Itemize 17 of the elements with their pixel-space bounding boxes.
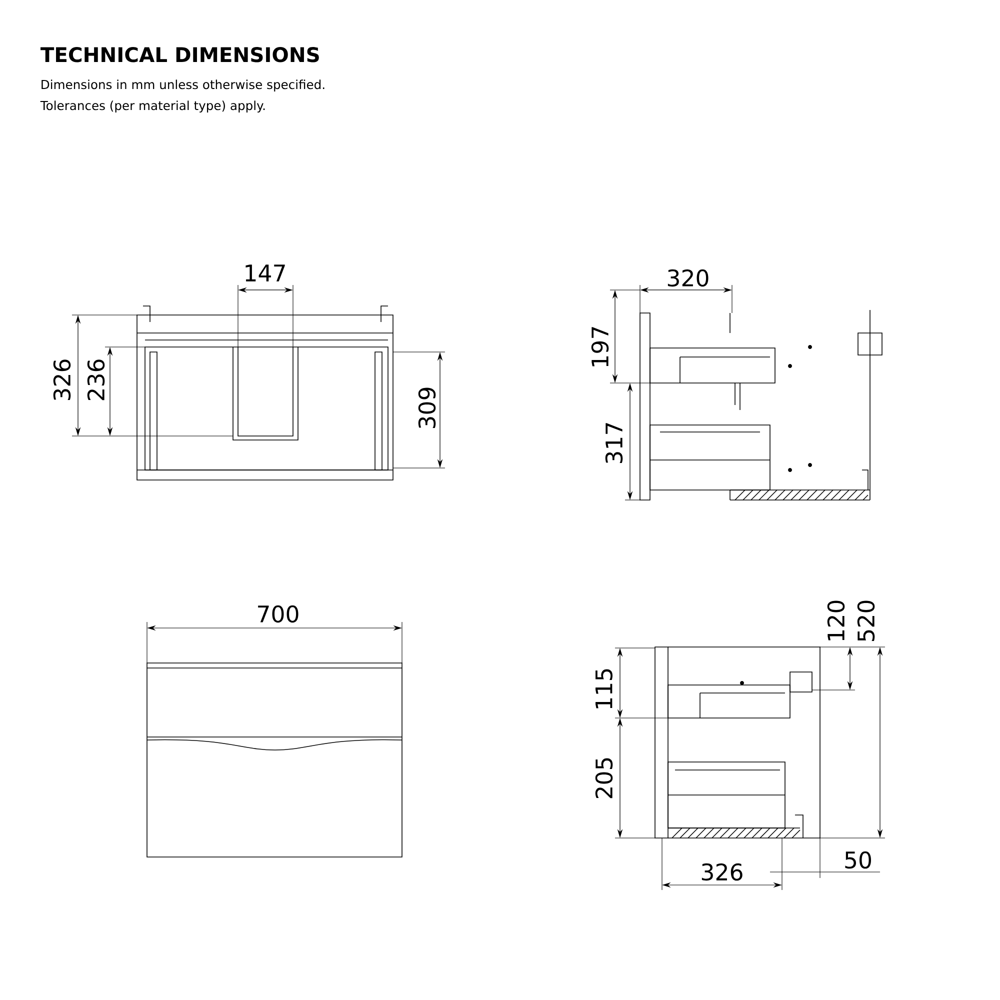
dimension-label: 520 [857,600,875,642]
dimension-label: 326 [53,360,71,400]
note: Tolerances (per material type) apply. [40,100,265,113]
dimension-label: 320 [668,269,708,287]
note: Dimensions in mm unless otherwise specified. [42,80,324,92]
dimension-label: 115 [596,669,612,708]
dimension-label: 205 [595,758,613,798]
dimension-label: 317 [605,423,623,464]
dimension-label: 120 [827,600,845,640]
dimension-label: 236 [87,360,105,400]
dimension-label: 197 [591,327,609,366]
dimension-label: 309 [418,388,436,428]
title: TECHNICAL DIMENSIONS [40,47,319,62]
dimension-label: 147 [246,264,285,282]
dimension-label: 326 [702,863,742,881]
dimension-label: 700 [258,605,298,623]
dimension-label: 50 [845,851,872,869]
